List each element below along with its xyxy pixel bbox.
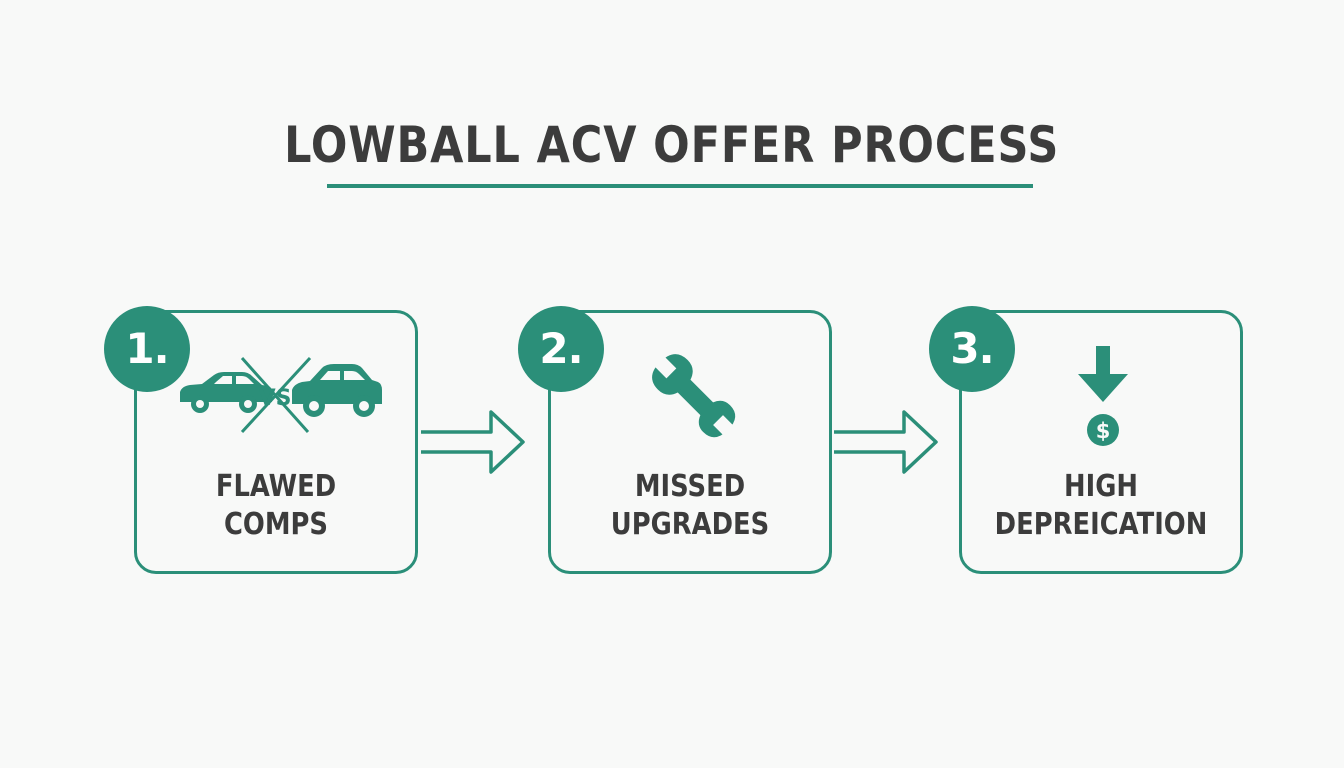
step-label-line: UPGRADES bbox=[610, 507, 770, 542]
car-vs-car-icon: VS bbox=[180, 356, 382, 434]
vs-label: VS bbox=[259, 386, 292, 411]
dollar-sign-label: $ bbox=[1096, 419, 1111, 443]
down-arrow-dollar-icon: $ bbox=[1078, 346, 1128, 446]
step-label-flawed-comps: FLAWED COMPS bbox=[154, 468, 398, 544]
step-label-missed-upgrades: MISSED UPGRADES bbox=[568, 468, 812, 544]
step-box-missed-upgrades bbox=[548, 310, 832, 574]
step-label-high-depreciation: HIGH DEPREICATION bbox=[979, 468, 1223, 544]
page-title: LOWBALL ACV OFFER PROCESS bbox=[284, 116, 1060, 174]
step-label-line: DEPREICATION bbox=[994, 507, 1208, 542]
title-underline bbox=[327, 184, 1033, 188]
step-number-badge-1: 1. bbox=[104, 306, 190, 392]
step-label-line: MISSED bbox=[634, 469, 746, 504]
wrench-icon bbox=[652, 354, 736, 438]
arrow-right-icon bbox=[834, 410, 938, 474]
arrow-right-icon bbox=[421, 410, 525, 474]
step-label-line: FLAWED bbox=[215, 469, 337, 504]
step-label-line: HIGH bbox=[1064, 469, 1138, 504]
step-label-line: COMPS bbox=[223, 507, 329, 542]
step-number-badge-2: 2. bbox=[518, 306, 604, 392]
step-number-badge-3: 3. bbox=[929, 306, 1015, 392]
title-container: LOWBALL ACV OFFER PROCESS bbox=[0, 112, 1344, 178]
